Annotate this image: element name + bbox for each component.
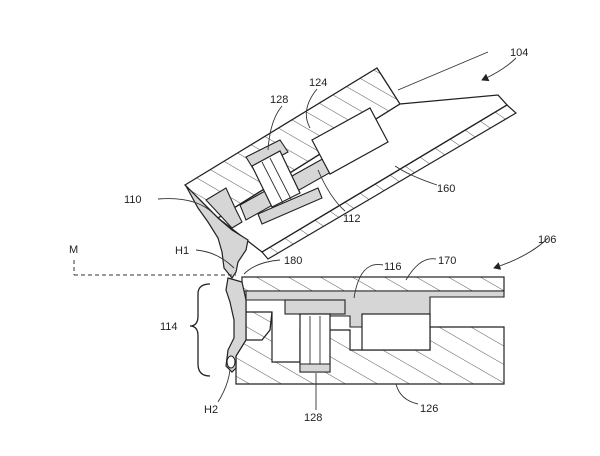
leader-lines <box>157 51 549 411</box>
hinge-bracket-110 <box>185 185 249 280</box>
fastener-128-lower-head <box>284 299 346 315</box>
top-glass-170 <box>241 276 505 292</box>
label-110: 110 <box>124 194 142 206</box>
hinge-bracket-tab <box>205 187 243 229</box>
label-104: 104 <box>510 47 528 59</box>
label-112: 112 <box>343 213 361 225</box>
label-128-bottom: 128 <box>304 412 322 424</box>
upper-panel-104 <box>183 67 518 260</box>
lower-hinge-114 <box>225 277 247 373</box>
reference-labels: 104 124 128 110 112 160 M H1 180 116 170… <box>69 47 556 424</box>
label-128-top: 128 <box>270 94 288 106</box>
label-106: 106 <box>538 234 556 246</box>
cavity-box <box>361 313 431 351</box>
internal-module <box>311 107 389 175</box>
label-126: 126 <box>420 403 438 415</box>
lower-base-106 <box>235 276 505 385</box>
label-114: 114 <box>160 321 178 333</box>
fastener-128-lower-shank <box>299 313 331 373</box>
label-180: 180 <box>284 255 302 267</box>
brace-114 <box>189 283 211 377</box>
pivot-hole-h2 <box>226 355 236 369</box>
label-m: M <box>69 244 78 256</box>
label-h2: H2 <box>204 404 218 416</box>
label-116: 116 <box>384 261 402 273</box>
display-glass-160 <box>261 104 518 260</box>
label-170: 170 <box>438 255 456 267</box>
label-160: 160 <box>437 183 455 195</box>
bracket-plate <box>257 187 323 225</box>
label-h1: H1 <box>175 245 189 257</box>
label-124: 124 <box>309 77 327 89</box>
